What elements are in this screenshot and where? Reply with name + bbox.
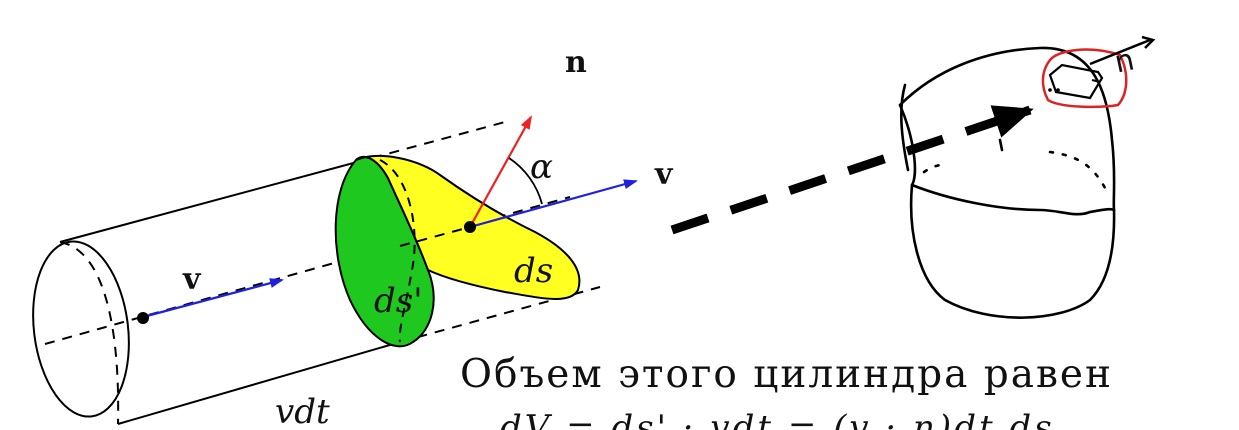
velocity-vector-main bbox=[469, 179, 638, 229]
velocity-vector-left bbox=[142, 278, 284, 319]
dashed-pointer-arrow bbox=[670, 105, 1034, 235]
cross-section-dashed bbox=[379, 159, 416, 343]
end-point bbox=[137, 312, 149, 324]
angle-label: α bbox=[530, 147, 553, 187]
velocity-label-right: v bbox=[655, 157, 673, 192]
hand-drawn-surface bbox=[898, 46, 1116, 319]
center-point bbox=[464, 221, 476, 233]
normal-vector bbox=[469, 115, 532, 228]
velocity-label-left: v bbox=[183, 262, 201, 297]
projected-area-label: ds' bbox=[374, 281, 423, 321]
length-label: vdt bbox=[275, 392, 330, 430]
surface-patch-highlight bbox=[1041, 35, 1156, 109]
area-label: ds bbox=[514, 251, 554, 291]
caption-line-1: Объем этого цилиндра равен bbox=[460, 352, 1113, 397]
angle-arc bbox=[508, 157, 543, 205]
caption-line-2: dV = ds' · vdt = (v · n)dt ds bbox=[500, 408, 1055, 430]
normal-label: n bbox=[565, 45, 587, 80]
